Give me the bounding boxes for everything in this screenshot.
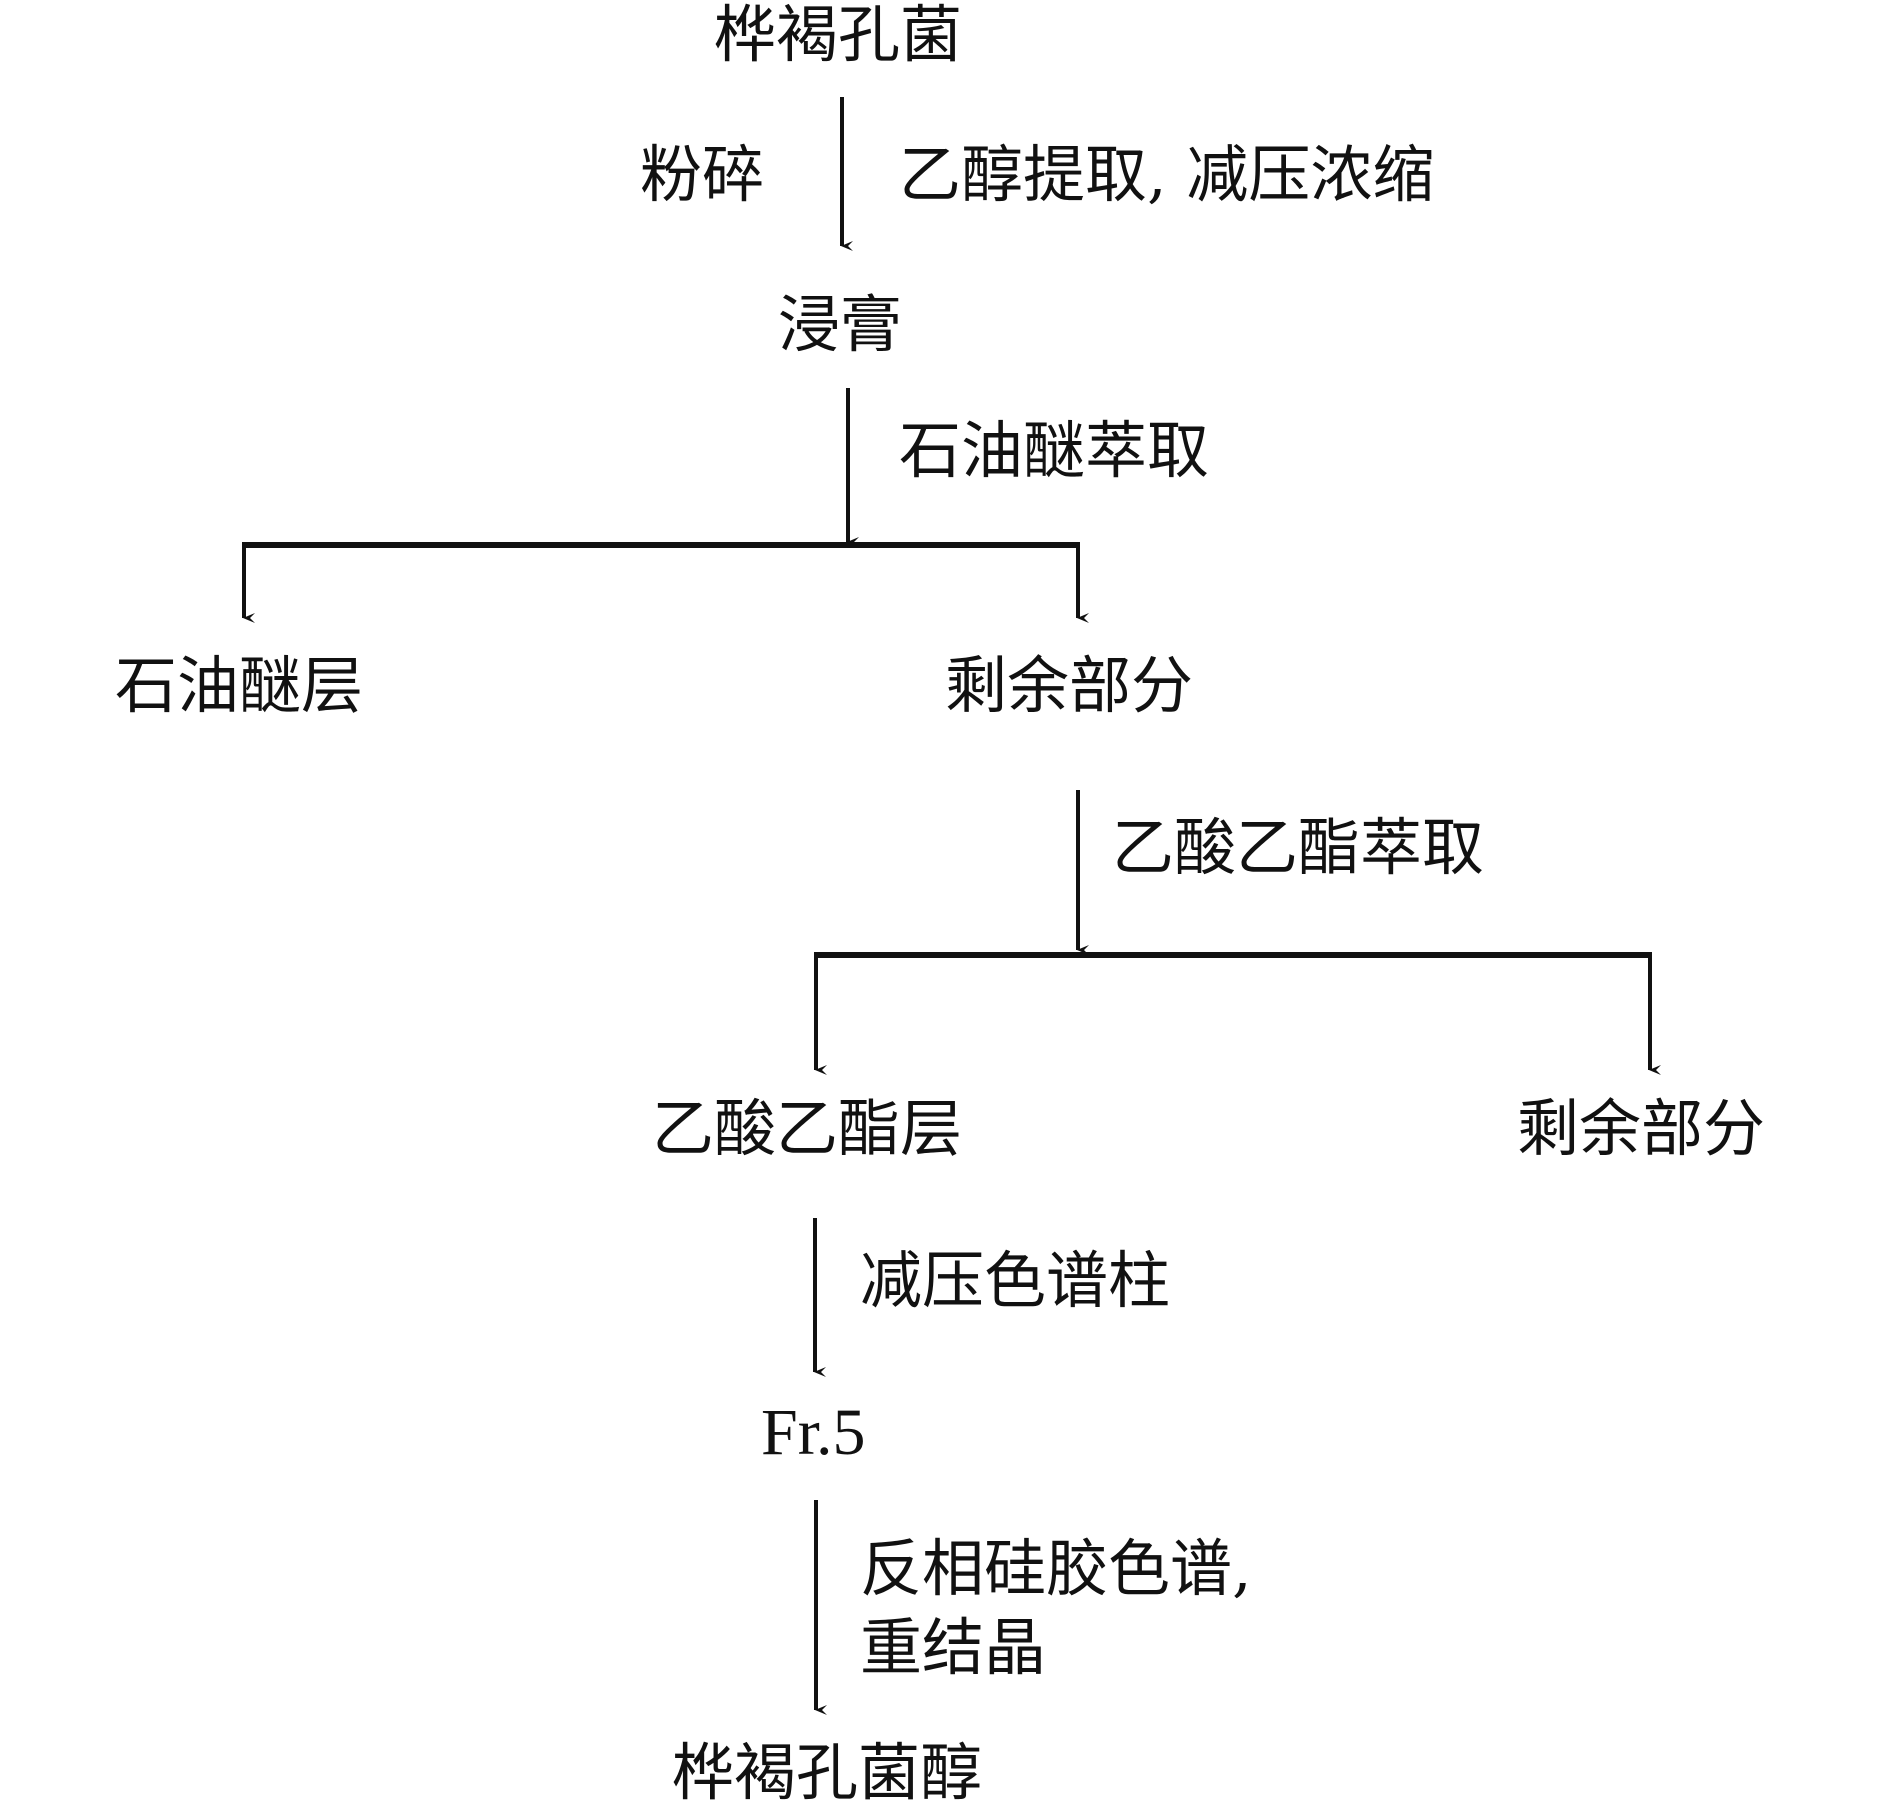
node-start: 桦褐孔菌 <box>713 0 963 71</box>
node-fraction: Fr.5 <box>761 1396 866 1469</box>
step-recrystallization: 重结晶 <box>860 1611 1047 1684</box>
step-ea-extraction: 乙酸乙酯萃取 <box>1112 811 1485 884</box>
step-ethanol-extraction: 乙醇提取, 减压浓缩 <box>899 138 1435 211</box>
node-pe-layer: 石油醚层 <box>115 649 364 722</box>
node-extract: 浸膏 <box>777 288 903 361</box>
node-ea-layer: 乙酸乙酯层 <box>652 1092 963 1165</box>
step-vacuum-column: 减压色谱柱 <box>860 1244 1171 1317</box>
step-rp-chromatography: 反相硅胶色谱, <box>860 1532 1252 1605</box>
node-remainder-1: 剩余部分 <box>945 649 1194 722</box>
step-pe-extraction: 石油醚萃取 <box>899 414 1210 487</box>
node-product: 桦褐孔菌醇 <box>672 1736 983 1809</box>
node-remainder-2: 剩余部分 <box>1517 1092 1766 1165</box>
step-grind: 粉碎 <box>640 138 765 211</box>
